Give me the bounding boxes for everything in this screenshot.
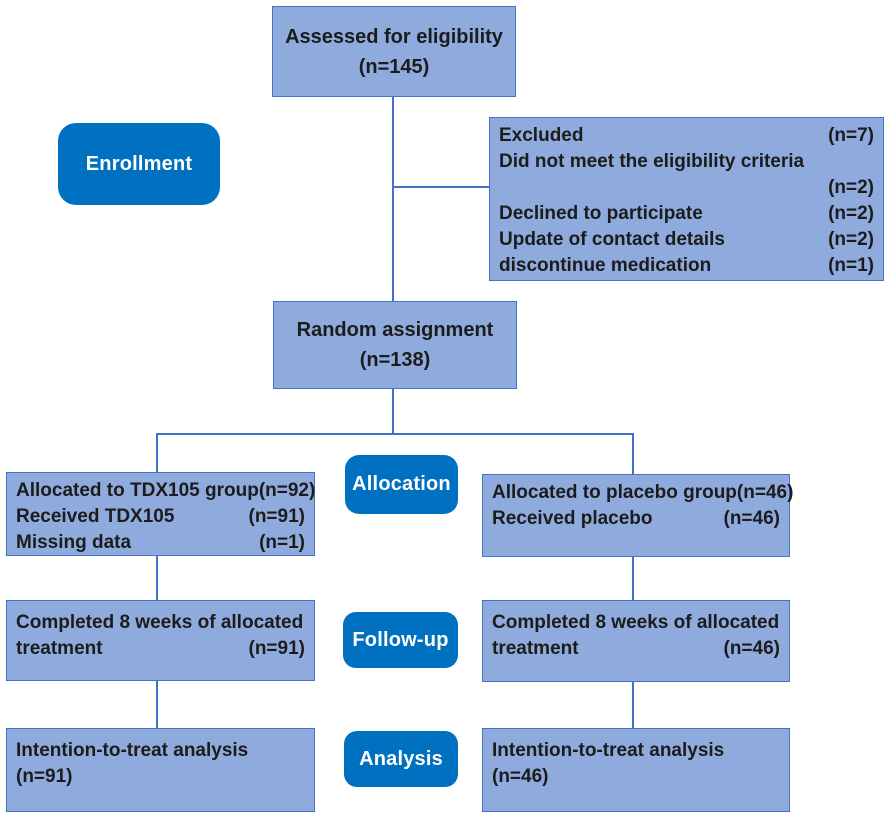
analysis-stage-label: Analysis [344, 731, 458, 787]
row-label: Declined to participate [499, 203, 703, 224]
text-row: Random assignment [280, 315, 510, 345]
allocated-placebo-box: Allocated to placebo group(n=46)Received… [482, 474, 793, 557]
row-count: (n=46) [723, 638, 781, 659]
allocated-tdx105-box: Allocated to TDX105 group(n=92)Received … [6, 472, 315, 556]
row-count: (n=2) [828, 229, 874, 250]
followup-tdx105-box: Completed 8 weeks of allocated treatment (… [6, 600, 315, 681]
text-row: Declined to participate (n=2) [499, 201, 874, 227]
row-count: (n=46) [723, 508, 781, 529]
text-row: (n=145) [279, 52, 509, 82]
connector-follow-to-analysis-left [156, 681, 158, 728]
text-row: treatment (n=46) [492, 636, 780, 662]
row-label: (n=46) [492, 766, 549, 787]
connector-to-excluded [393, 186, 489, 188]
row-label: Did not meet the eligibility criteria [499, 151, 805, 172]
row-count: (n=92) [258, 480, 316, 501]
connector-alloc-to-follow-left [156, 556, 158, 600]
row-label: (n=91) [16, 766, 73, 787]
text-row: Excluded (n=7) [499, 123, 874, 149]
row-label: Excluded [499, 125, 584, 146]
row-count: (n=91) [248, 638, 306, 659]
row-label: Assessed for eligibility [285, 25, 503, 48]
row-label: treatment [492, 638, 579, 659]
text-row: Received placebo (n=46) [492, 506, 780, 532]
connector-random-to-split [392, 389, 394, 434]
text-row: Intention-to-treat analysis [492, 738, 780, 764]
row-label: Update of contact details [499, 229, 725, 250]
allocation-stage-label: Allocation [345, 455, 458, 514]
row-label: Completed 8 weeks of allocated [16, 612, 304, 633]
connector-follow-to-analysis-right [632, 682, 634, 728]
row-count: (n=7) [828, 125, 874, 146]
row-label: discontinue medication [499, 255, 712, 276]
row-count: (n=2) [828, 177, 874, 198]
random-assignment-box: Random assignment (n=138) [273, 301, 517, 389]
text-row: Missing data (n=1) [16, 530, 305, 556]
connector-alloc-to-follow-right [632, 557, 634, 600]
analysis-placebo-box: Intention-to-treat analysis (n=46) [482, 728, 790, 812]
row-label: Random assignment [296, 319, 494, 341]
row-count: (n=2) [828, 203, 874, 224]
row-count: (n=46) [736, 482, 794, 503]
text-row: (n=46) [492, 764, 780, 790]
connector-split-to-alloc-right [632, 433, 634, 474]
row-label: Received placebo [492, 508, 653, 529]
followup-stage-label: Follow-up [343, 612, 458, 668]
text-row: discontinue medication (n=1) [499, 253, 874, 279]
connector-split-to-alloc-left [156, 433, 158, 472]
text-row: Allocated to TDX105 group(n=92) [16, 478, 315, 504]
row-label: Intention-to-treat analysis [16, 740, 249, 761]
text-row: Allocated to placebo group(n=46) [492, 480, 793, 506]
enrollment-stage-label: Enrollment [58, 123, 220, 205]
assessed-eligibility-box: Assessed for eligibility (n=145) [272, 6, 516, 97]
row-label: (n=145) [358, 55, 430, 78]
text-row: (n=138) [280, 345, 510, 375]
connector-assessed-to-random [392, 97, 394, 301]
connector-split-horizontal [156, 433, 634, 435]
text-row: (n=2) [499, 175, 874, 201]
row-label: treatment [16, 638, 103, 659]
row-label: Allocated to TDX105 group [16, 480, 259, 501]
row-label: Intention-to-treat analysis [492, 740, 725, 761]
text-row: treatment (n=91) [16, 636, 305, 662]
text-row: Assessed for eligibility [279, 22, 509, 52]
excluded-box: Excluded (n=7) Did not meet the eligibilit… [489, 117, 884, 281]
text-row: Update of contact details (n=2) [499, 227, 874, 253]
row-label: Missing data [16, 532, 132, 553]
row-count: (n=91) [248, 506, 306, 527]
text-row: Completed 8 weeks of allocated [492, 610, 780, 636]
row-label: Received TDX105 [16, 506, 175, 527]
row-count: (n=1) [828, 255, 874, 276]
row-label: (n=138) [359, 349, 431, 371]
followup-placebo-box: Completed 8 weeks of allocated treatment (… [482, 600, 790, 682]
text-row: (n=91) [16, 764, 305, 790]
row-label: Allocated to placebo group [492, 482, 737, 503]
text-row: Received TDX105 (n=91) [16, 504, 305, 530]
text-row: Completed 8 weeks of allocated [16, 610, 305, 636]
row-count: (n=1) [259, 532, 305, 553]
text-row: Did not meet the eligibility criteria [499, 149, 874, 175]
row-label: Completed 8 weeks of allocated [492, 612, 780, 633]
analysis-tdx105-box: Intention-to-treat analysis (n=91) [6, 728, 315, 812]
text-row: Intention-to-treat analysis [16, 738, 305, 764]
